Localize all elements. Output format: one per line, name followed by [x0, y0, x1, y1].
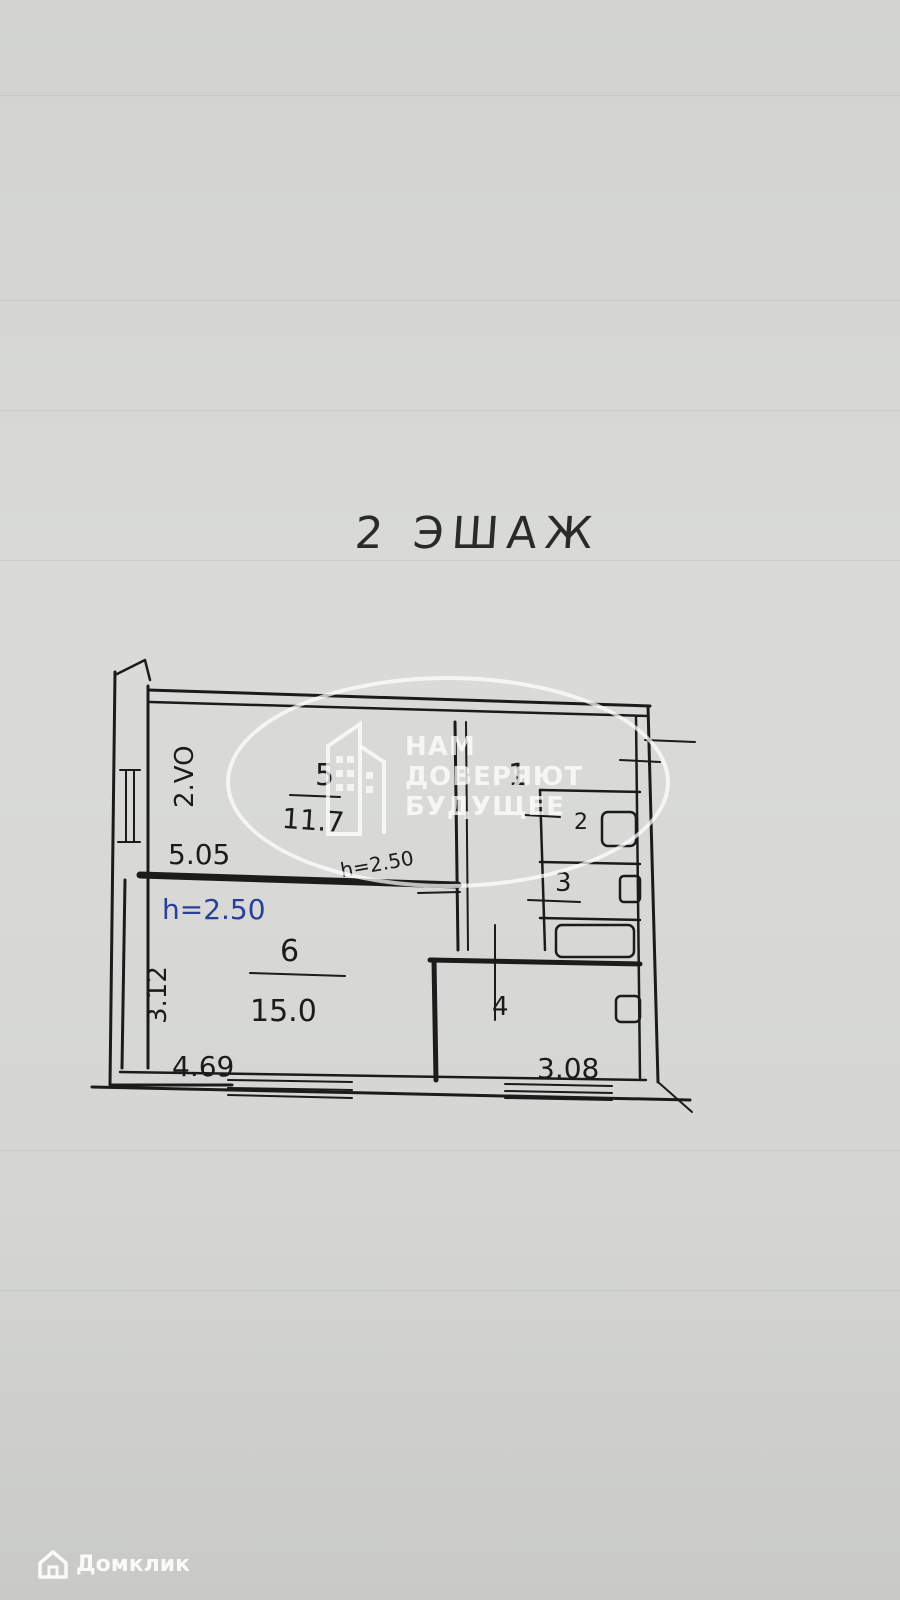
room6-number: 6	[280, 934, 300, 969]
ghost-line	[0, 95, 900, 96]
partition-wall	[431, 957, 439, 1083]
ghost-line	[0, 410, 900, 411]
room4-width: 3.08	[537, 1052, 600, 1085]
watermark-text: НАМ ДОВЕРЯЮТ БУДУЩЕЕ	[405, 732, 583, 822]
ghost-line	[0, 1150, 900, 1151]
entrance-mark	[113, 658, 152, 682]
door-arc	[417, 891, 461, 894]
brand-logo: Домклик	[36, 1547, 190, 1581]
ghost-line	[0, 300, 900, 301]
outer-wall	[90, 1085, 692, 1102]
ghost-line	[0, 1290, 900, 1291]
window	[117, 769, 141, 843]
outer-wall	[657, 1081, 693, 1113]
room5-width: 5.05	[168, 838, 231, 871]
home-icon	[38, 1550, 68, 1579]
building-icon	[326, 720, 386, 836]
brand-name: Домклик	[76, 1551, 191, 1577]
window	[227, 1079, 353, 1099]
partition-wall	[427, 957, 643, 967]
room5-depth: 2.VO	[170, 745, 200, 808]
ghost-line	[0, 560, 900, 561]
room6-area: 15.0	[250, 994, 317, 1029]
watermark-line: ДОВЕРЯЮТ	[405, 762, 584, 792]
room3-number: 3	[555, 868, 572, 898]
room6-depth: 3.12	[143, 966, 173, 1024]
fraction-line	[249, 972, 346, 977]
partition-wall	[120, 878, 127, 1070]
partition-wall	[538, 916, 642, 922]
toilet	[618, 874, 642, 904]
room6-height: h=2.50	[162, 893, 266, 926]
room4-number: 4	[492, 992, 509, 1022]
watermark-line: НАМ	[405, 732, 476, 762]
stove	[614, 994, 642, 1024]
watermark-ellipse	[226, 676, 670, 888]
watermark-line: БУДУЩЕЕ	[405, 792, 566, 822]
door-arc	[527, 899, 581, 903]
bathtub	[554, 923, 636, 959]
room6-width: 4.69	[172, 1050, 235, 1083]
outer-wall	[108, 670, 234, 1087]
window	[504, 1083, 613, 1101]
outer-wall	[118, 1070, 648, 1082]
